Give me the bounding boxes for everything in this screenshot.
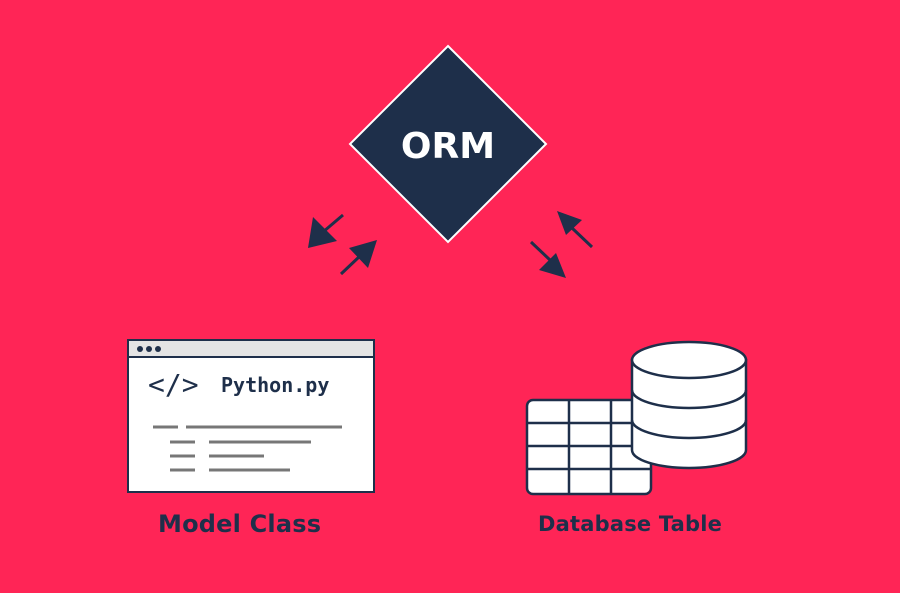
table-grid-icon — [525, 398, 653, 496]
database-cylinder-icon — [630, 340, 748, 470]
window-dot-icon — [146, 346, 152, 352]
orm-label: ORM — [401, 126, 495, 167]
arrow-to-model-icon — [308, 213, 344, 248]
filename-label: Python.py — [221, 373, 329, 397]
right-bidirectional-arrows-icon — [529, 211, 594, 278]
database-table-caption: Database Table — [538, 512, 723, 536]
arrow-up-to-orm-icon — [557, 211, 594, 249]
window-frame — [127, 339, 375, 493]
code-window-icon: </> Python.py — [127, 339, 375, 493]
arrow-to-orm-icon — [339, 240, 377, 276]
window-dot-icon — [137, 346, 143, 352]
arrow-down-to-db-icon — [529, 240, 566, 278]
window-dot-icon — [155, 346, 161, 352]
orm-diamond — [348, 44, 548, 244]
window-titlebar — [129, 341, 373, 357]
model-class-caption: Model Class — [158, 510, 322, 538]
code-lines — [153, 425, 342, 472]
orm-node: ORM — [348, 44, 548, 244]
left-bidirectional-arrows-icon — [308, 213, 377, 276]
code-brackets-icon: </> — [148, 368, 199, 401]
